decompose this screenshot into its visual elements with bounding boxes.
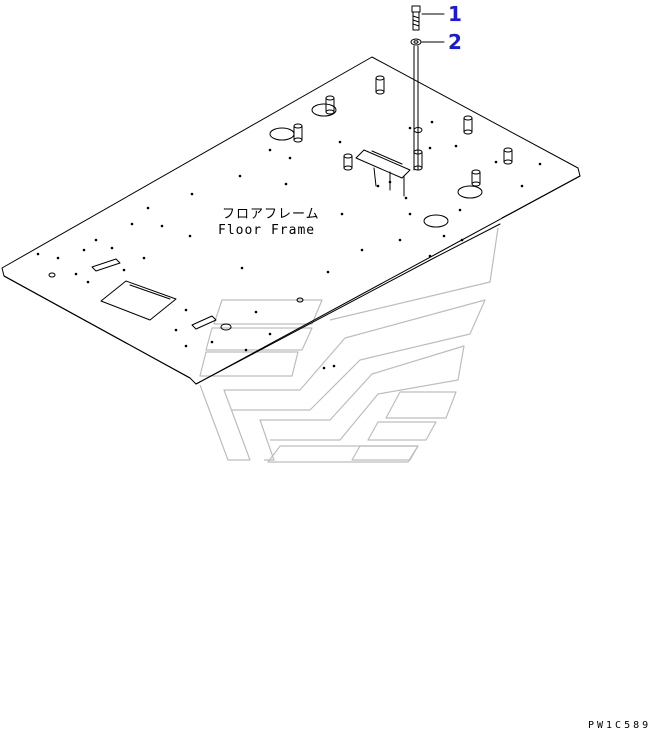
bolt-washer-assembly (410, 5, 445, 171)
drawing-code: PW1C589 (588, 720, 651, 731)
callout-2[interactable]: 2 (448, 30, 462, 54)
cab-frame-outline (199, 227, 499, 463)
plate-features (36, 75, 542, 370)
part-label-japanese: フロアフレーム (222, 207, 320, 222)
part-label-english: Floor Frame (218, 223, 315, 238)
floor-frame-plate (1, 56, 581, 385)
callout-1[interactable]: 1 (448, 2, 462, 26)
